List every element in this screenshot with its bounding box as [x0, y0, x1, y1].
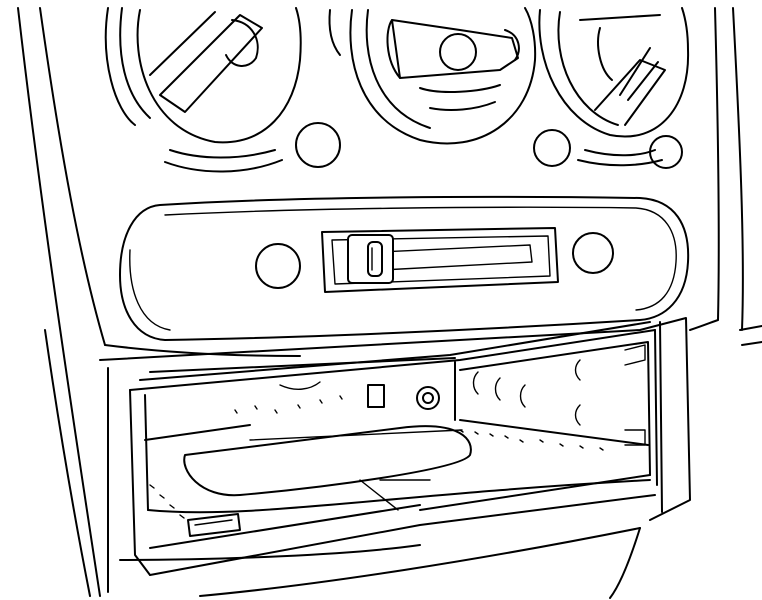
release-tab: [187, 513, 241, 537]
heater-dial-right: [533, 7, 690, 169]
fan-slider-panel: [119, 195, 690, 341]
heater-dial-center: [328, 7, 537, 145]
radio-mounting-cage: [129, 321, 658, 576]
console-bezel: [17, 7, 762, 599]
heater-dial-left: [104, 7, 341, 173]
